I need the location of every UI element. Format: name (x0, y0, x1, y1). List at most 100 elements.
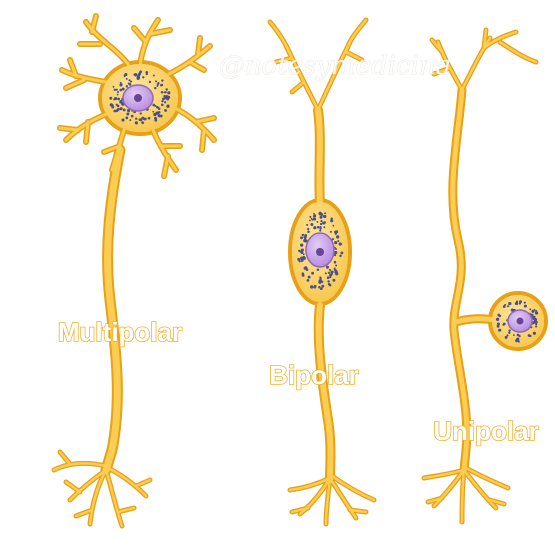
granule-dot (507, 305, 509, 307)
granule-dot (328, 272, 330, 274)
granule-dot (158, 114, 161, 117)
granule-dot (117, 108, 120, 111)
granule-dot (300, 243, 303, 246)
granule-dot (130, 81, 132, 83)
granule-dot (311, 272, 314, 275)
granule-dot (117, 91, 119, 93)
granule-dot (320, 278, 322, 280)
granule-dot (334, 241, 337, 244)
granule-dot (161, 91, 164, 94)
granule-dot (325, 272, 327, 274)
granule-dot (322, 222, 325, 225)
granule-dot (340, 255, 342, 257)
granule-dot (166, 98, 168, 100)
granule-dot (121, 83, 123, 85)
granule-dot (528, 334, 531, 337)
granule-dot (535, 325, 537, 327)
granule-dot (135, 118, 137, 120)
granule-dot (503, 323, 506, 326)
granule-dot (164, 101, 166, 103)
granule-dot (146, 73, 148, 75)
granule-dot (321, 285, 324, 288)
granule-dot (535, 321, 538, 324)
granule-dot (328, 283, 330, 285)
granule-dot (161, 84, 163, 86)
granule-dot (533, 332, 536, 335)
granule-dot (164, 91, 166, 93)
granule-dot (519, 300, 522, 303)
granule-dot (119, 89, 122, 92)
granule-dot (131, 115, 134, 118)
granule-dot (143, 118, 145, 120)
granule-dot (334, 231, 337, 234)
granule-dot (533, 317, 536, 320)
granule-dot (109, 97, 112, 100)
granule-dot (307, 231, 310, 234)
granule-dot (335, 265, 337, 267)
granule-dot (313, 226, 316, 229)
granule-dot (134, 73, 137, 76)
granule-dot (508, 329, 510, 331)
granule-dot (124, 73, 127, 76)
granule-dot (125, 117, 128, 120)
granule-dot (320, 213, 323, 216)
granule-dot (300, 236, 303, 239)
granule-dot (326, 266, 329, 269)
granule-dot (340, 243, 342, 245)
granule-dot (148, 117, 151, 120)
granule-dot (330, 231, 332, 233)
granule-dot (508, 302, 511, 305)
granule-dot (535, 310, 537, 312)
granule-dot (317, 226, 320, 229)
granule-dot (135, 121, 138, 124)
unipolar-nucleolus (517, 318, 524, 325)
granule-dot (111, 106, 114, 109)
granule-dot (498, 329, 501, 332)
granule-dot (120, 82, 122, 84)
granule-dot (309, 216, 311, 218)
granule-dot (313, 214, 316, 217)
granule-dot (149, 81, 151, 83)
granule-dot (316, 221, 318, 223)
granule-dot (158, 107, 161, 110)
granule-dot (329, 269, 331, 271)
granule-dot (120, 107, 123, 110)
granule-dot (516, 301, 518, 303)
granule-dot (155, 80, 157, 82)
granule-dot (310, 285, 313, 288)
granule-dot (306, 268, 309, 271)
granule-dot (327, 280, 329, 282)
granule-dot (320, 223, 322, 225)
granule-dot (117, 98, 120, 101)
label-multipolar: Multipolar (58, 317, 182, 347)
granule-dot (126, 85, 128, 87)
granule-dot (524, 302, 526, 304)
granule-dot (503, 305, 506, 308)
granule-dot (113, 86, 115, 88)
granule-dot (302, 272, 304, 274)
granule-dot (301, 248, 304, 251)
granule-dot (337, 240, 339, 242)
granule-dot (152, 111, 154, 113)
granule-dot (524, 305, 527, 308)
unipolar-neuron (424, 30, 546, 522)
granule-dot (303, 253, 305, 255)
granule-dot (126, 78, 128, 80)
granule-dot (298, 250, 300, 252)
granule-dot (121, 118, 124, 121)
granule-dot (116, 89, 118, 91)
granule-dot (517, 334, 520, 337)
granule-dot (128, 83, 130, 85)
granule-dot (139, 118, 142, 121)
granule-dot (113, 110, 116, 113)
granule-dot (122, 88, 125, 91)
granule-dot (323, 215, 326, 218)
granule-dot (334, 261, 337, 264)
granule-dot (114, 97, 117, 100)
granule-dot (508, 332, 510, 334)
granule-dot (140, 112, 142, 114)
granule-dot (166, 105, 169, 108)
granule-dot (165, 110, 167, 112)
granule-dot (126, 113, 129, 116)
